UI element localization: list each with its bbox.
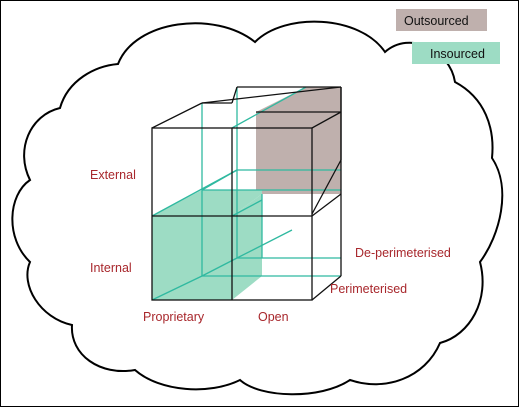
insourced-front-face [152, 216, 232, 300]
outsourced-top-face [256, 87, 341, 112]
legend-label-insourced: Insourced [430, 47, 485, 61]
label-proprietary: Proprietary [143, 310, 205, 324]
label-de-perimeterised: De-perimeterised [355, 246, 451, 260]
label-open: Open [258, 310, 289, 324]
insourced-top-face [152, 190, 262, 216]
hidden-edges [151, 86, 341, 301]
legend-swatch-outsourced [396, 9, 487, 31]
cube-edges [151, 86, 342, 301]
outsourced-region [256, 87, 341, 194]
cloud-outline [11, 20, 504, 396]
label-external: External [90, 168, 136, 182]
axis-labels: External Internal Proprietary Open De-pe… [90, 168, 451, 324]
insourced-side-face [232, 194, 262, 300]
legend-label-outsourced: Outsourced [404, 14, 469, 28]
outsourced-front-face [256, 112, 341, 194]
legend: Outsourced Insourced [396, 9, 500, 64]
label-perimeterised: Perimeterised [330, 282, 407, 296]
legend-swatch-insourced [412, 42, 500, 64]
insourced-region [152, 190, 262, 300]
label-internal: Internal [90, 261, 132, 275]
